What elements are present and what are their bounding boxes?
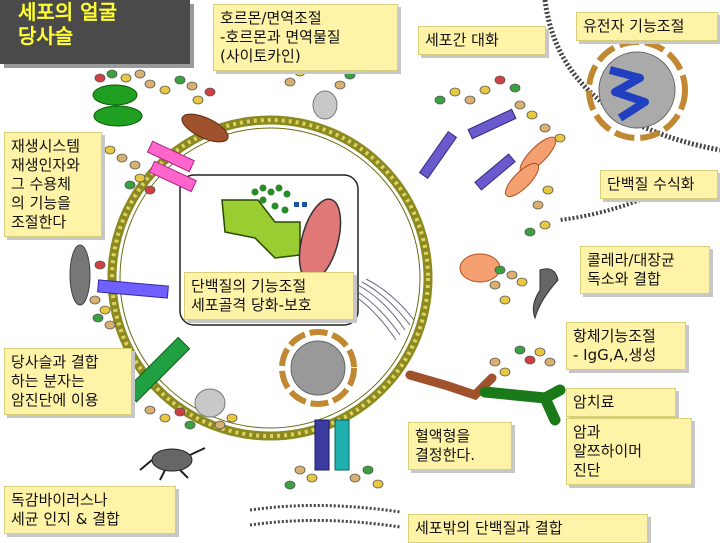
label-virus-bacteria: 독감바이러스나 세균 인지 & 결합 — [4, 486, 176, 534]
label-cancer-treatment: 암치료 — [566, 388, 676, 417]
label-extracellular-protein: 세포밖의 단백질과 결합 — [408, 514, 648, 543]
label-alzheimer-diagnosis: 암과 알쯔하이머 진단 — [566, 418, 692, 485]
page-title: 세포의 얼굴 당사슬 — [0, 0, 190, 64]
label-antibody-regulation: 항체기능조절 - IgG,A,생성 — [566, 322, 686, 370]
right-nucleus — [586, 39, 688, 141]
membrane-beads — [110, 118, 430, 438]
bacterium-shape — [139, 268, 559, 481]
label-cholera-toxin: 콜레라/대장균 독소와 결합 — [580, 246, 710, 294]
sugar-chains — [89, 67, 566, 490]
label-protein-function: 단백질의 기능조절 세포골격 당화-보호 — [184, 272, 354, 320]
label-hormone-immunity: 호르몬/면역조절 -호르몬과 면역물질 (사이토카인) — [213, 4, 398, 71]
label-protein-modification: 단백질 수식화 — [600, 170, 718, 199]
neighbor-cell-outline — [249, 0, 720, 529]
inner-nucleus — [279, 329, 357, 407]
membrane-proteins — [69, 84, 566, 471]
label-gene-regulation: 유전자 기능조절 — [576, 12, 718, 41]
cytoskeleton-fibers — [351, 278, 415, 341]
label-cancer-diagnosis: 당사슬과 결합 하는 분자는 암진단에 이용 — [4, 348, 132, 415]
label-regeneration-system: 재생시스템 재생인자와 그 수용체 의 기능을 조절한다 — [4, 132, 102, 237]
label-cell-communication: 세포간 대화 — [418, 26, 546, 55]
title-line-1: 세포의 얼굴 — [18, 0, 117, 24]
label-blood-type: 혈액형을 결정한다. — [408, 422, 512, 470]
title-line-2: 당사슬 — [18, 24, 74, 48]
membrane-inner — [119, 127, 421, 429]
inset-sugar-chain — [251, 184, 307, 214]
